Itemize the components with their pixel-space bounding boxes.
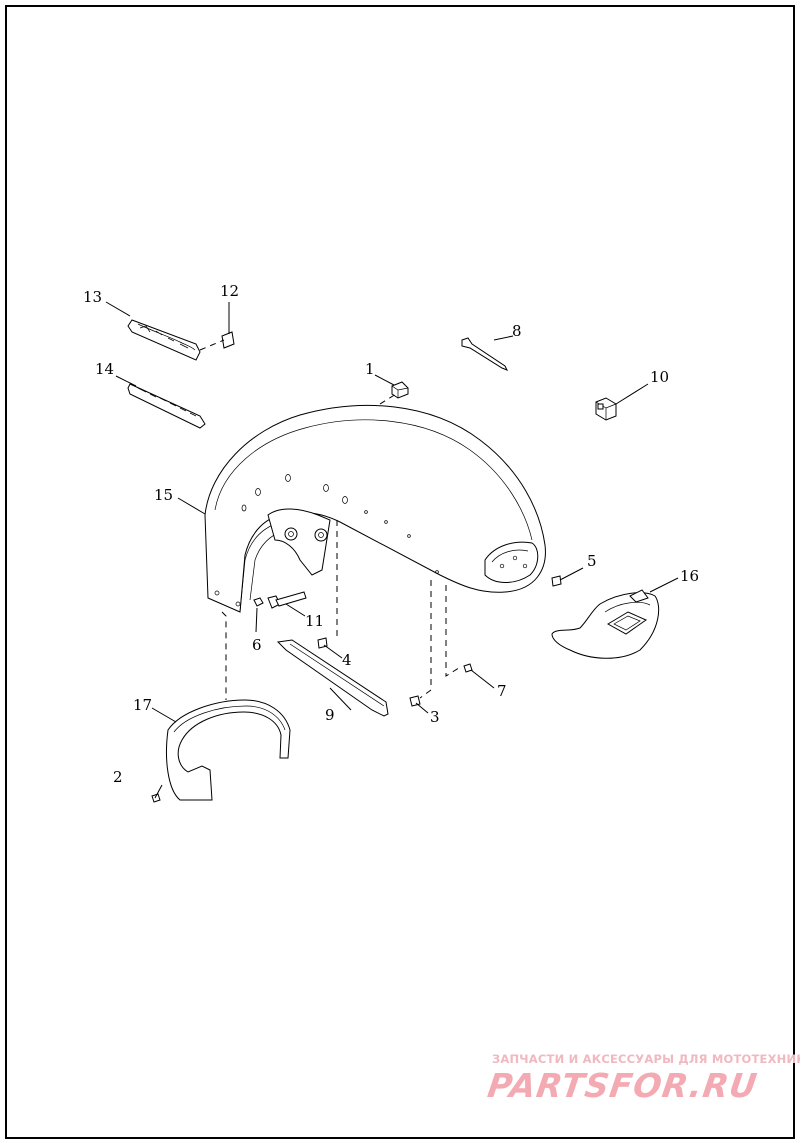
callout-2: 2 <box>113 768 123 786</box>
cable-strap-part-8 <box>461 337 509 371</box>
assembly-lines <box>199 339 463 700</box>
screw-part-3 <box>409 695 421 707</box>
callout-4: 4 <box>342 651 352 669</box>
callout-8: 8 <box>512 322 522 340</box>
callout-13: 13 <box>83 288 102 306</box>
nut-part-7 <box>463 663 473 673</box>
connector-part-10 <box>595 397 617 421</box>
emblem-part-13 <box>127 319 201 361</box>
watermark-subtitle: ЗАПЧАСТИ И АКСЕССУАРЫ ДЛЯ МОТОТЕХНИКИ <box>492 1052 800 1066</box>
callout-labels: 1 2 3 4 5 6 7 8 9 10 11 12 13 14 15 16 1… <box>83 282 699 786</box>
callout-7: 7 <box>497 682 507 700</box>
callout-1: 1 <box>365 360 375 378</box>
watermark: ЗАПЧАСТИ И АКСЕССУАРЫ ДЛЯ МОТОТЕХНИКИ PA… <box>476 1052 800 1112</box>
emblem-part-14 <box>127 383 206 429</box>
callout-14: 14 <box>95 360 114 378</box>
trim-strip-part-9 <box>276 639 389 717</box>
callout-12: 12 <box>220 282 239 300</box>
fender-part-15 <box>204 404 546 613</box>
callout-6: 6 <box>252 636 262 654</box>
fender-trim-part-17 <box>166 699 291 801</box>
bolt-part-11 <box>267 591 307 609</box>
callout-15: 15 <box>154 486 173 504</box>
callout-11: 11 <box>305 612 324 630</box>
grommet-part-1 <box>391 381 409 399</box>
callout-3: 3 <box>430 708 440 726</box>
watermark-logo: PARTSFOR.RU <box>485 1066 761 1105</box>
nut-part-6 <box>253 597 264 607</box>
callout-5: 5 <box>587 552 597 570</box>
callout-10: 10 <box>650 368 669 386</box>
leader-lines <box>105 301 679 799</box>
fender-tip-part-16 <box>551 589 660 659</box>
callout-9: 9 <box>325 706 335 724</box>
callout-16: 16 <box>680 567 699 585</box>
diagram-frame <box>5 5 795 1139</box>
callout-17: 17 <box>133 696 152 714</box>
screw-part-2 <box>151 793 161 803</box>
screw-part-5 <box>551 575 562 587</box>
